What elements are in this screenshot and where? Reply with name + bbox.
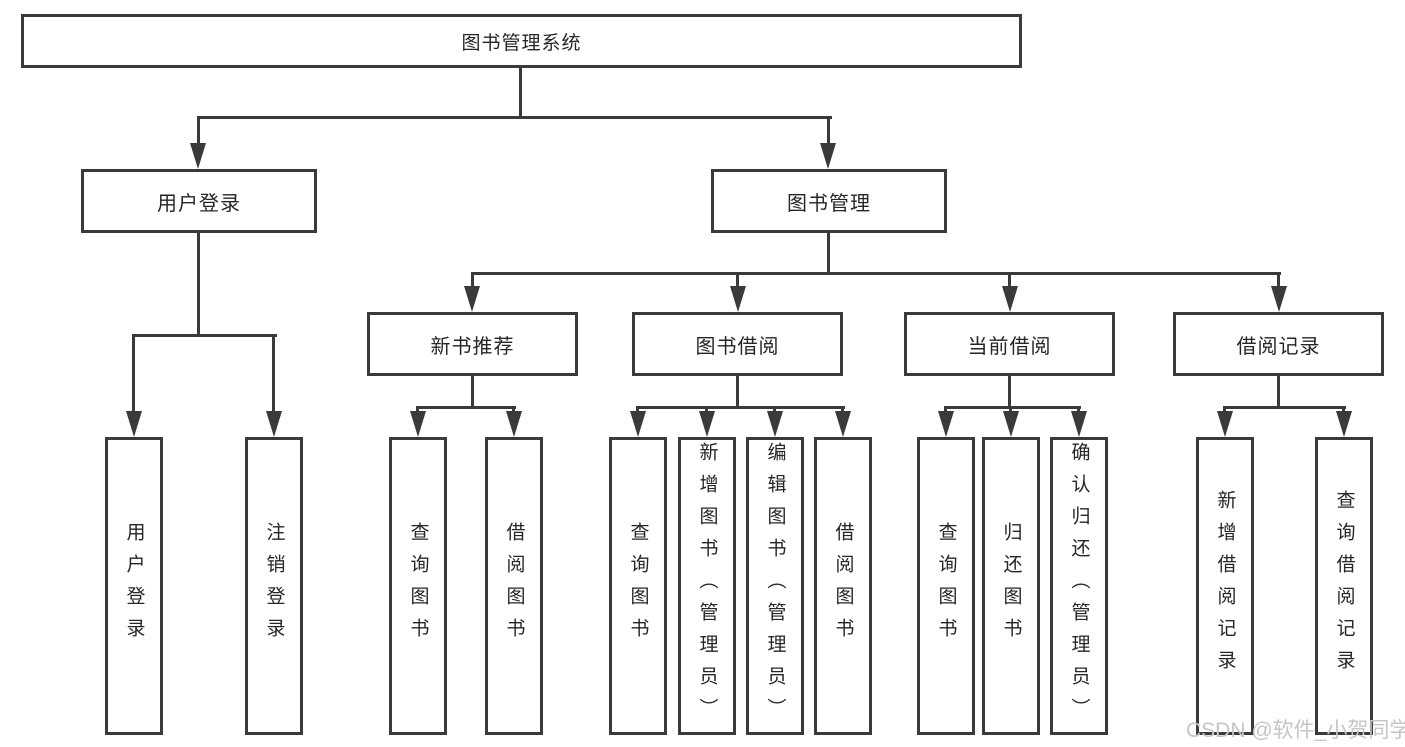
leaf-borrow-books-recommend: 借阅图书: [485, 437, 543, 735]
connector-line: [636, 406, 845, 409]
arrow-down-icon: [1071, 411, 1087, 437]
connector-line: [272, 334, 275, 413]
arrow-down-icon: [410, 411, 426, 437]
arrow-down-icon: [190, 143, 206, 169]
connector-line: [519, 65, 522, 119]
connector-line: [416, 406, 419, 413]
leaf-confirm-return-admin: 确认归还（管理员）: [1050, 437, 1108, 735]
arrow-down-icon: [506, 411, 522, 437]
connector-line: [512, 406, 515, 413]
node-label: 查询图书: [407, 522, 429, 650]
watermark: CSDN @软件_小贺同学: [1186, 719, 1405, 742]
node-label: 查询图书: [935, 522, 957, 650]
arrow-down-icon: [835, 411, 851, 437]
arrow-down-icon: [938, 411, 954, 437]
node-label: 借阅图书: [832, 522, 854, 650]
node-library-management-system: 图书管理系统: [21, 14, 1022, 68]
connector-line: [1277, 272, 1280, 288]
arrow-down-icon: [699, 411, 715, 437]
connector-line: [198, 116, 832, 119]
arrow-down-icon: [1271, 286, 1287, 312]
node-label: 图书借阅: [695, 335, 780, 358]
node-label: 确认归还（管理员）: [1068, 442, 1090, 730]
connector-line: [471, 272, 1281, 275]
arrow-down-icon: [1002, 286, 1018, 312]
node-label: 图书管理: [787, 192, 871, 215]
node-label: 用户登录: [123, 522, 145, 650]
leaf-edit-book-admin: 编辑图书（管理员）: [746, 437, 804, 735]
node-current-borrowing: 当前借阅: [904, 312, 1115, 376]
connector-line: [1342, 406, 1345, 413]
node-label: 新增借阅记录: [1214, 490, 1236, 682]
leaf-add-book-admin: 新增图书（管理员）: [678, 437, 736, 735]
connector-line: [827, 116, 830, 145]
node-label: 用户登录: [157, 192, 241, 215]
leaf-query-books-borrowing: 查询图书: [609, 437, 667, 735]
connector-line: [1008, 272, 1011, 288]
connector-line: [705, 406, 708, 413]
arrow-down-icon: [767, 411, 783, 437]
node-label: 注销登录: [263, 522, 285, 650]
leaf-return-books: 归还图书: [982, 437, 1040, 735]
node-borrowing-records: 借阅记录: [1173, 312, 1384, 376]
node-book-borrowing: 图书借阅: [632, 312, 843, 376]
connector-line: [636, 406, 639, 413]
connector-line: [1223, 406, 1226, 413]
connector-line: [736, 374, 739, 408]
arrow-down-icon: [820, 143, 836, 169]
connector-line: [827, 230, 830, 275]
arrow-down-icon: [1003, 411, 1019, 437]
leaf-add-borrow-record: 新增借阅记录: [1196, 437, 1254, 735]
node-book-management: 图书管理: [711, 169, 947, 233]
leaf-query-borrow-record: 查询借阅记录: [1315, 437, 1373, 735]
arrow-down-icon: [126, 411, 142, 437]
connector-line: [1008, 374, 1011, 408]
node-label: 当前借阅: [967, 335, 1052, 358]
connector-line: [841, 406, 844, 413]
arrow-down-icon: [730, 286, 746, 312]
connector-line: [471, 374, 474, 408]
connector-line: [1009, 406, 1012, 413]
node-label: 图书管理系统: [461, 32, 582, 54]
arrow-down-icon: [1336, 411, 1352, 437]
connector-line: [471, 272, 474, 288]
arrow-down-icon: [266, 411, 282, 437]
node-label: 新增图书（管理员）: [696, 442, 718, 730]
connector-line: [1077, 406, 1080, 413]
leaf-borrow-books-borrowing: 借阅图书: [814, 437, 872, 735]
leaf-query-books-recommend: 查询图书: [389, 437, 447, 735]
node-label: 编辑图书（管理员）: [764, 442, 786, 730]
node-label: 借阅图书: [503, 522, 525, 650]
connector-line: [773, 406, 776, 413]
node-label: 借阅记录: [1236, 335, 1321, 358]
leaf-user-login: 用户登录: [105, 437, 163, 735]
connector-line: [1277, 374, 1280, 408]
leaf-query-books-current: 查询图书: [917, 437, 975, 735]
node-label: 查询图书: [627, 522, 649, 650]
connector-line: [1223, 406, 1346, 409]
connector-line: [132, 334, 277, 337]
connector-line: [197, 230, 200, 336]
connector-line: [944, 406, 1081, 409]
connector-line: [416, 406, 516, 409]
arrow-down-icon: [464, 286, 480, 312]
node-label: 归还图书: [1000, 522, 1022, 650]
connector-line: [132, 334, 135, 413]
node-label: 查询借阅记录: [1333, 490, 1355, 682]
connector-line: [736, 272, 739, 288]
connector-line: [944, 406, 947, 413]
node-label: 新书推荐: [430, 335, 515, 358]
node-new-book-recommendation: 新书推荐: [367, 312, 578, 376]
node-user-login: 用户登录: [81, 169, 317, 233]
arrow-down-icon: [630, 411, 646, 437]
arrow-down-icon: [1217, 411, 1233, 437]
connector-line: [197, 116, 200, 145]
leaf-logout: 注销登录: [245, 437, 303, 735]
